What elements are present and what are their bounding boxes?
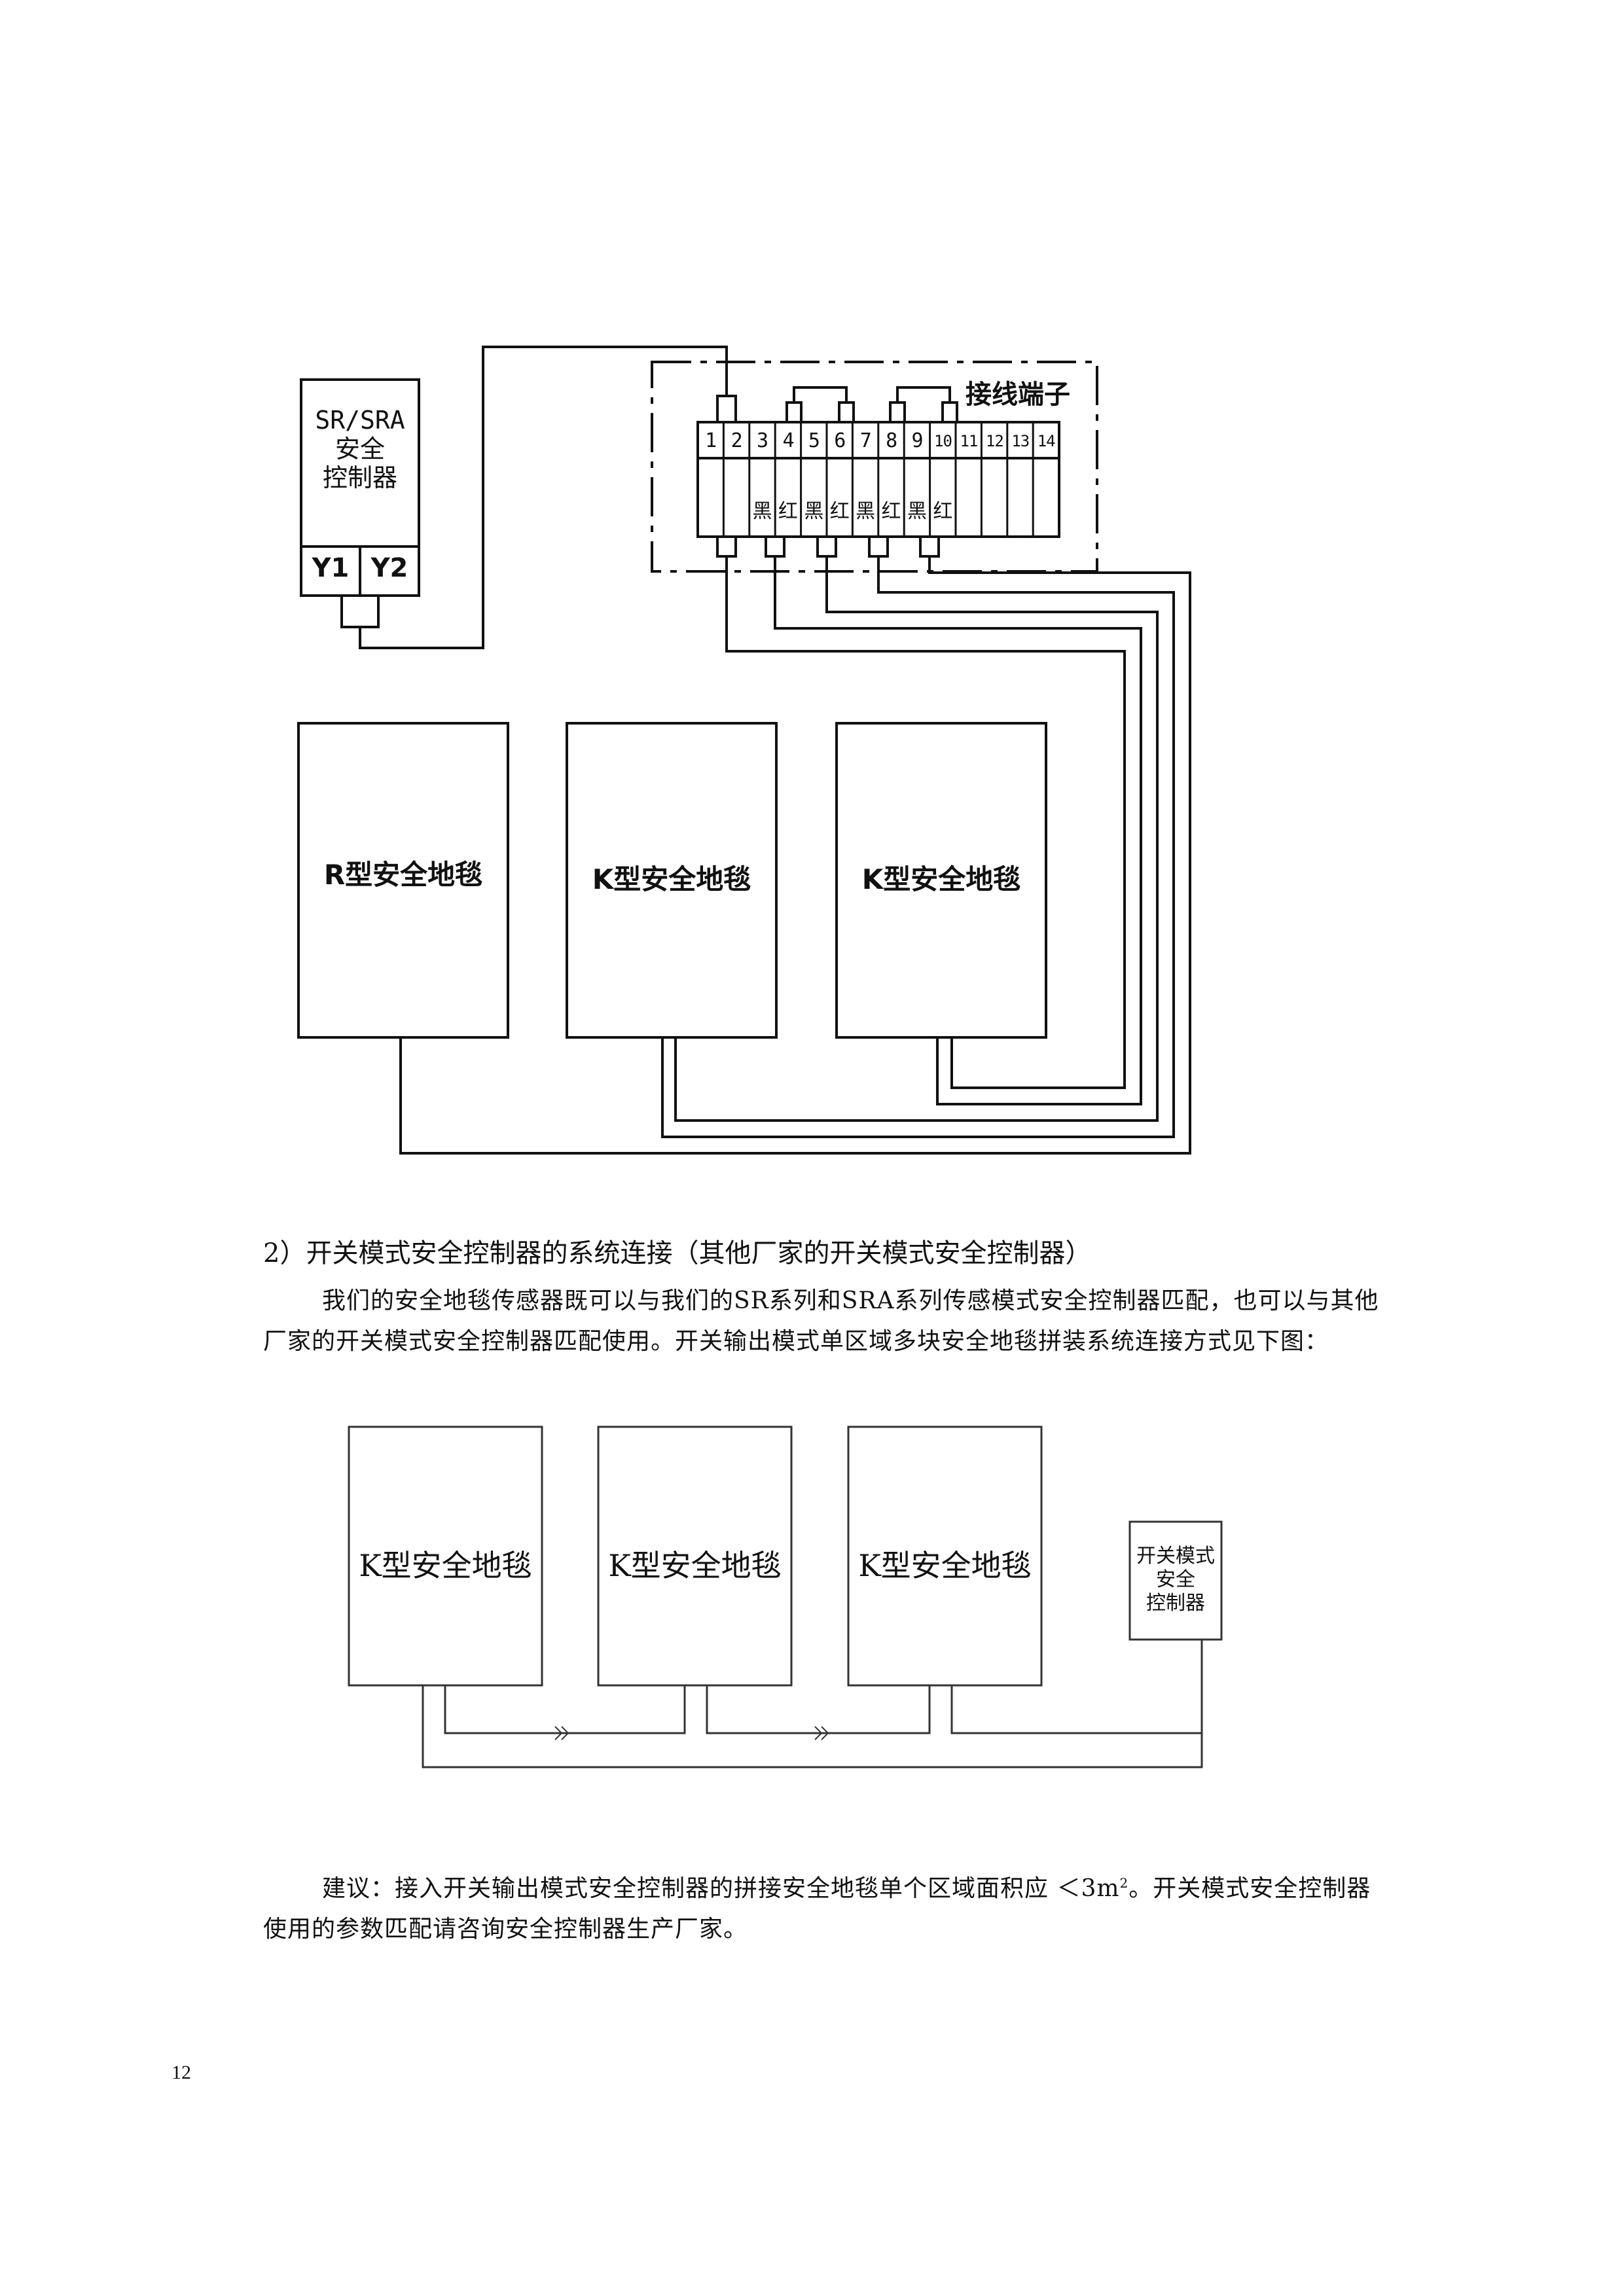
terminal-wire-label: 红 [881,500,901,523]
terminal-wire-label: 红 [778,500,798,523]
mat2-label-3: K型安全地毯 [858,1548,1032,1583]
mat2-label-2: K型安全地毯 [608,1548,782,1583]
chain-cable [950,1640,1203,1734]
terminal-wire-label: 黑 [752,500,772,523]
terminal-wire-label: 红 [829,500,850,523]
switch-controller-box [1128,1520,1223,1641]
mat-cable [399,1037,1190,1155]
note-superscript: 2 [1119,1875,1129,1891]
mat-cable [678,556,1191,1155]
switch-controller-line1: 开关模式 [1136,1545,1215,1568]
terminal-number: 8 [886,429,897,452]
chain-cable [444,1685,686,1734]
terminal-columns [722,422,1034,537]
controller-label: SR/SRA 安全 控制器 [301,406,419,492]
terminal-wire-label: 红 [933,500,953,523]
paragraph-line-2: 厂家的开关模式安全控制器匹配使用。开关输出模式单区域多块安全地毯拼装系统连接方式… [263,1328,1329,1355]
terminal-number: 7 [859,429,872,452]
controller-label-line1: SR/SRA [315,406,405,435]
terminal-number: 5 [808,429,820,452]
controller-label-line3: 控制器 [322,463,397,492]
terminal-wire-label: 黑 [856,500,876,523]
switch-controller-line2: 安全 [1156,1568,1195,1591]
mat-cable [725,556,1126,1089]
chain-cable [706,1685,931,1734]
mat-cable [674,556,1159,1122]
terminal-number: 10 [934,432,952,450]
terminal-number: 14 [1037,432,1056,450]
port-y2: Y2 [370,553,408,583]
note-line-2: 使用的参数匹配请咨询安全控制器生产厂家。 [263,1916,748,1943]
mat-cable [661,556,1175,1138]
terminal-number: 4 [782,429,794,452]
mat-label-k1: K型安全地毯 [592,863,751,895]
mat2-label-1: K型安全地毯 [359,1548,532,1583]
terminal-title: 接线端子 [965,380,1070,410]
switch-controller-label: 开关模式 安全 控制器 [1130,1545,1221,1615]
mat-box-2 [847,1426,1043,1687]
terminal-number: 12 [985,432,1004,450]
paragraph-line-1: 我们的安全地毯传感器既可以与我们的SR系列和SRA系列传感模式安全控制器匹配，也… [322,1287,1379,1314]
mat-label-r: R型安全地毯 [323,859,483,891]
terminal-number: 3 [757,429,768,452]
chain-cable [422,1685,1203,1768]
mat-box [566,722,778,1039]
terminal-wire-label: 黑 [907,500,927,523]
terminal-number: 1 [705,429,717,452]
note-line-1-end: 。开关模式安全控制器 [1128,1875,1371,1902]
controller-cable [359,346,728,649]
note-line-1: 建议：接入开关输出模式安全控制器的拼接安全地毯单个区域面积应 ＜3m2。开关模式… [322,1869,1371,1903]
terminal-number: 13 [1011,432,1030,450]
mat-box [297,722,509,1039]
section-heading: 2）开关模式安全控制器的系统连接（其他厂家的开关模式安全控制器） [263,1238,1092,1268]
terminal-number: 6 [834,429,846,452]
mat-label-k2: K型安全地毯 [861,863,1021,895]
terminal-wire-labels: 黑红黑红黑红黑红 [749,497,956,526]
mat-cable [774,556,1142,1105]
controller-label-line2: 安全 [334,435,385,463]
terminal-number: 9 [911,429,924,452]
page-number: 12 [171,2062,191,2083]
mat-box-2 [597,1426,793,1687]
switch-controller-line3: 控制器 [1146,1592,1205,1615]
port-y1: Y1 [312,553,350,583]
terminal-enclosure [651,361,1098,573]
terminal-wire-label: 黑 [804,500,824,523]
terminal-number: 11 [960,432,978,450]
terminal-number: 2 [731,429,743,452]
note-line-1-main: 建议：接入开关输出模式安全控制器的拼接安全地毯单个区域面积应 ＜3m [322,1875,1120,1902]
mat-box [835,722,1047,1039]
controller-connector [340,594,380,628]
